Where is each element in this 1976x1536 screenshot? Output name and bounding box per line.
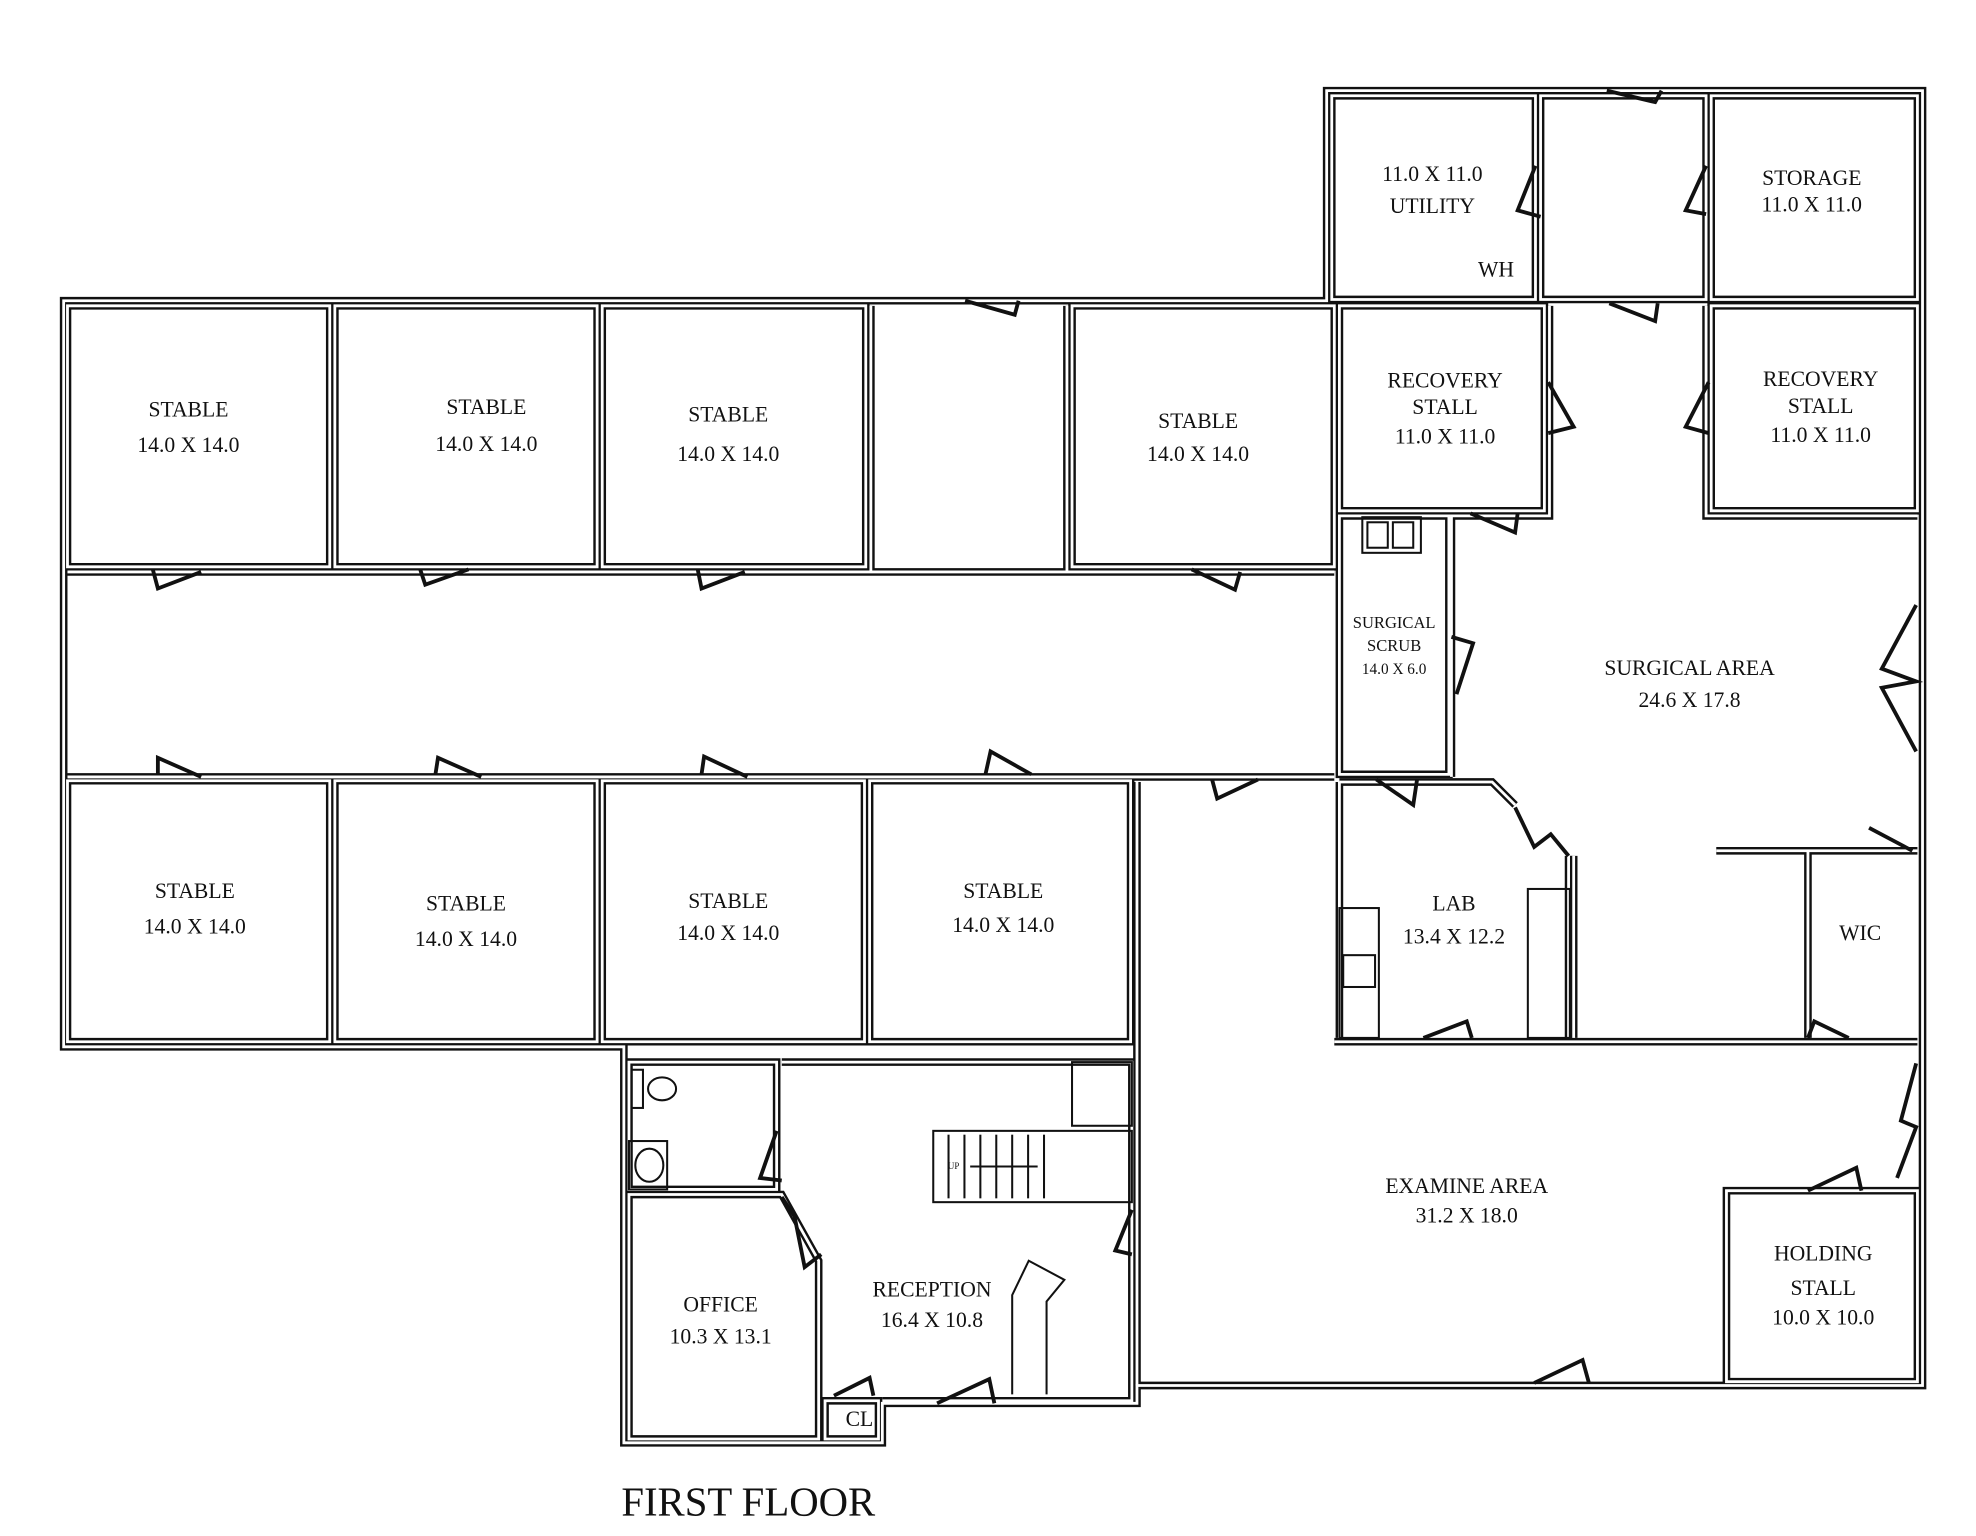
floor-title: FIRST FLOOR (621, 1479, 876, 1524)
room-name: STABLE (148, 398, 228, 422)
room-labels: STABLE 14.0 X 14.0 STABLE 14.0 X 14.0 ST… (137, 162, 1881, 1431)
wall (62, 89, 1924, 1445)
room-name: STABLE (688, 889, 768, 913)
room-name: SCRUB (1367, 636, 1421, 655)
room-dims: 10.0 X 10.0 (1772, 1305, 1874, 1329)
wall (63, 776, 334, 1046)
wall (823, 1399, 880, 1441)
room-name: RECOVERY (1387, 368, 1503, 392)
room-name: STABLE (426, 892, 506, 916)
fixtures: UP (627, 516, 1571, 1204)
wall (781, 1060, 1134, 1403)
wall (1070, 304, 1336, 569)
room-name: STABLE (446, 395, 526, 419)
wall (1704, 305, 1918, 518)
wall (66, 304, 332, 569)
room-name: HOLDING (1774, 1242, 1873, 1266)
room-name: SURGICAL AREA (1604, 656, 1775, 680)
room-dims: 14.0 X 14.0 (144, 915, 246, 939)
wall (59, 86, 1927, 1447)
wall (865, 776, 1135, 1046)
wall (1330, 94, 1537, 301)
room-name: STALL (1412, 395, 1478, 419)
room-dims: 11.0 X 11.0 (1382, 162, 1483, 186)
room-name: EXAMINE AREA (1385, 1174, 1548, 1198)
wall (333, 304, 599, 569)
room-name: STORAGE (1762, 166, 1861, 190)
room-name: CL (846, 1407, 874, 1431)
room-name: RECOVERY (1763, 367, 1879, 391)
room-dims: 14.0 X 14.0 (677, 921, 779, 945)
room-dims: 11.0 X 11.0 (1761, 193, 1862, 217)
wall (625, 1190, 823, 1443)
room-dims: 13.4 X 12.2 (1403, 925, 1505, 949)
room-dims: 16.4 X 10.8 (881, 1308, 983, 1332)
wall (66, 779, 332, 1044)
room-dims: 10.3 X 13.1 (670, 1324, 772, 1348)
room-name: STABLE (963, 879, 1043, 903)
room-name: OFFICE (683, 1293, 758, 1317)
room-dims: 11.0 X 11.0 (1770, 423, 1871, 447)
room-dims: 31.2 X 18.0 (1416, 1204, 1518, 1228)
room-dims: 14.0 X 14.0 (952, 913, 1054, 937)
room-name: RECEPTION (873, 1277, 992, 1301)
water-heater-label: WH (1478, 258, 1514, 282)
room-dims: 14.0 X 14.0 (677, 442, 779, 466)
wall (333, 779, 599, 1044)
room-dims: 14.0 X 6.0 (1362, 661, 1427, 678)
room-dims: 14.0 X 14.0 (415, 927, 517, 951)
wall (1539, 94, 1708, 301)
wall (1338, 514, 1451, 776)
wall (600, 304, 868, 569)
wall (1725, 1189, 1919, 1384)
room-name: STALL (1788, 394, 1854, 418)
wall (868, 779, 1132, 1044)
room-dims: 14.0 X 14.0 (1147, 442, 1249, 466)
wall (627, 1193, 821, 1441)
room-dims: 14.0 X 14.0 (137, 433, 239, 457)
room-name: UTILITY (1390, 194, 1476, 218)
wall (1709, 94, 1919, 301)
wall (1450, 305, 1551, 777)
room-name: STABLE (155, 879, 235, 903)
wall (1068, 302, 1339, 571)
room-name: STALL (1790, 1276, 1856, 1300)
room-name: STABLE (1158, 409, 1238, 433)
room-name: LAB (1432, 892, 1475, 916)
room-name: WIC (1839, 921, 1881, 945)
room-name: SURGICAL (1353, 613, 1436, 632)
stairs-up-label: UP (948, 1161, 959, 1171)
wall (1338, 304, 1546, 513)
wall (1709, 304, 1919, 513)
room-dims: 24.6 X 17.8 (1638, 688, 1740, 712)
room-dims: 14.0 X 14.0 (435, 432, 537, 456)
wall (1536, 91, 1710, 304)
wall (600, 779, 866, 1044)
wall (598, 302, 870, 571)
room-dims: 11.0 X 11.0 (1395, 424, 1496, 448)
walls (59, 86, 1927, 1447)
doors (150, 88, 1924, 1406)
wall (781, 1058, 1136, 1405)
room-name: STABLE (688, 403, 768, 427)
